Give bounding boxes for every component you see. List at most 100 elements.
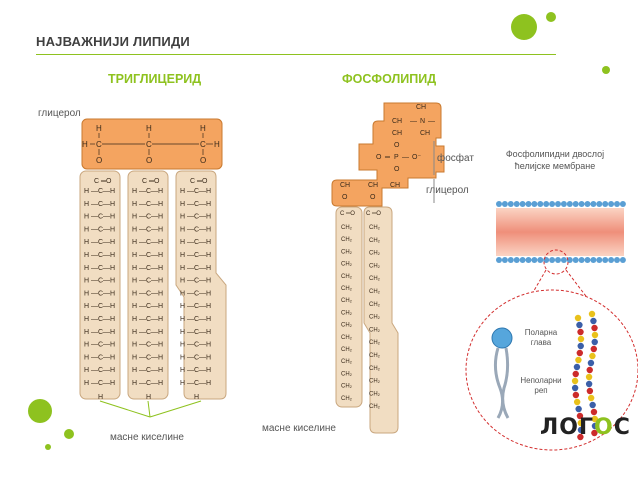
svg-text:H —C—H: H —C—H — [180, 342, 211, 349]
svg-text:H —C—H: H —C—H — [180, 303, 211, 310]
svg-text:C ═O: C ═O — [94, 178, 112, 185]
deco-circle-bottom-left-small — [64, 429, 74, 439]
svg-text:O: O — [342, 194, 348, 201]
svg-text:H —C—H: H —C—H — [132, 188, 163, 195]
svg-text:CH₂: CH₂ — [369, 404, 381, 410]
fatty-acid-chain-3 — [175, 170, 227, 400]
deco-circle-bottom-left-tiny — [45, 444, 51, 450]
svg-text:CH₂: CH₂ — [341, 396, 353, 402]
bilayer-heads — [496, 201, 626, 263]
heading-triglyceride: ТРИГЛИЦЕРИД — [108, 72, 202, 86]
svg-text:CH: CH — [420, 130, 430, 137]
svg-text:H —C—H: H —C—H — [180, 214, 211, 221]
svg-text:O: O — [376, 154, 382, 161]
svg-text:C: C — [96, 140, 102, 149]
svg-text:CH₂: CH₂ — [369, 263, 381, 269]
svg-text:H —C—H: H —C—H — [180, 354, 211, 361]
deco-circle-small-top — [546, 12, 556, 22]
svg-text:CH₂: CH₂ — [369, 302, 381, 308]
svg-text:H —C—H: H —C—H — [84, 380, 115, 387]
svg-text:C ═O: C ═O — [366, 211, 381, 217]
svg-text:CH₂: CH₂ — [341, 347, 353, 353]
svg-text:H —C—H: H —C—H — [84, 278, 115, 285]
svg-text:CH: CH — [390, 182, 400, 189]
fatty-acid-chain-1 — [79, 170, 121, 400]
svg-text:CH₂: CH₂ — [369, 225, 381, 231]
svg-text:O⁻: O⁻ — [412, 154, 421, 161]
svg-text:O: O — [370, 194, 376, 201]
svg-text:H —C—H: H —C—H — [180, 290, 211, 297]
svg-text:O: O — [146, 156, 152, 165]
bilayer-core — [496, 208, 624, 256]
heading-phospholipid: ФОСФОЛИПИД — [342, 72, 437, 86]
deco-circle-right — [602, 66, 610, 74]
svg-text:H: H — [96, 124, 102, 133]
fatty-acids-leader — [99, 400, 202, 418]
svg-text:H —C—H: H —C—H — [180, 265, 211, 272]
svg-text:H —C—H: H —C—H — [132, 265, 163, 272]
svg-text:CH₂: CH₂ — [369, 251, 381, 257]
svg-text:H —C—H: H —C—H — [132, 367, 163, 374]
svg-text:H —C—H: H —C—H — [180, 252, 211, 259]
svg-text:O: O — [96, 156, 102, 165]
svg-text:CH₂: CH₂ — [341, 274, 353, 280]
svg-text:H —C—H: H —C—H — [132, 303, 163, 310]
svg-text:H —C—H: H —C—H — [84, 354, 115, 361]
svg-text:CH₂: CH₂ — [341, 262, 353, 268]
svg-text:O: O — [200, 156, 206, 165]
label-glycerol-right: глицерол — [426, 185, 469, 196]
label-glycerol-left: глицерол — [38, 108, 81, 119]
svg-text:CH₂: CH₂ — [341, 335, 353, 341]
svg-text:CH₂: CH₂ — [369, 276, 381, 282]
svg-text:C: C — [200, 140, 206, 149]
svg-text:H —C—H: H —C—H — [132, 252, 163, 259]
svg-text:O: O — [394, 166, 400, 173]
phospholipid-head — [331, 102, 445, 207]
logo-text-2: О — [594, 415, 614, 440]
svg-text:CH₂: CH₂ — [341, 237, 353, 243]
fatty-acid-chain-2 — [127, 170, 169, 400]
svg-text:H: H — [82, 140, 88, 149]
logo: ЛОГОС — [540, 415, 631, 440]
svg-text:H —C—H: H —C—H — [132, 380, 163, 387]
svg-text:H —C—H: H —C—H — [132, 316, 163, 323]
svg-text:O: O — [394, 142, 400, 149]
svg-text:CH₂: CH₂ — [341, 249, 353, 255]
label-polar-head: Поларна глава — [524, 328, 558, 347]
membrane-bilayer — [496, 201, 626, 263]
svg-text:—: — — [428, 118, 435, 125]
svg-text:H —C—H: H —C—H — [84, 303, 115, 310]
svg-text:H —C—H: H —C—H — [180, 201, 211, 208]
svg-text:CH₂: CH₂ — [369, 289, 381, 295]
svg-text:N: N — [420, 118, 425, 125]
svg-text:H: H — [98, 394, 103, 401]
chain-atoms: C ═O H —C—H H —C—H H —C—H H —C—H H —C—H H —C—H… — [84, 178, 211, 401]
label-phosphate: фосфат — [437, 153, 474, 164]
svg-text:CH₂: CH₂ — [341, 371, 353, 377]
svg-text:H —C—H: H —C—H — [84, 239, 115, 246]
svg-text:—: — — [410, 118, 417, 125]
polar-head-model — [491, 327, 513, 349]
label-nonpolar-tail: Неполарни реп — [520, 376, 562, 395]
deco-circle-large-top — [511, 14, 537, 40]
svg-text:CH₂: CH₂ — [369, 315, 381, 321]
svg-text:H —C—H: H —C—H — [132, 354, 163, 361]
membrane-caption: Фосфолипидни двослој ћелијске мембране — [505, 149, 605, 171]
svg-text:C: C — [146, 140, 152, 149]
svg-text:═: ═ — [384, 154, 390, 161]
svg-text:CH₂: CH₂ — [369, 391, 381, 397]
svg-text:CH₂: CH₂ — [369, 353, 381, 359]
svg-text:C ═O: C ═O — [340, 211, 355, 217]
svg-text:CH: CH — [368, 182, 378, 189]
svg-text:CH₂: CH₂ — [369, 327, 381, 333]
tail-atoms: C ═O C ═O CH₂ CH₂ CH₂ CH₂ CH₂ CH₂ CH₂ CH₂ CH₂ CH₂ CH… — [340, 211, 381, 410]
svg-text:H —C—H: H —C—H — [180, 380, 211, 387]
svg-text:CH₂: CH₂ — [369, 379, 381, 385]
svg-text:H —C—H: H —C—H — [180, 316, 211, 323]
svg-text:CH₂: CH₂ — [369, 366, 381, 372]
